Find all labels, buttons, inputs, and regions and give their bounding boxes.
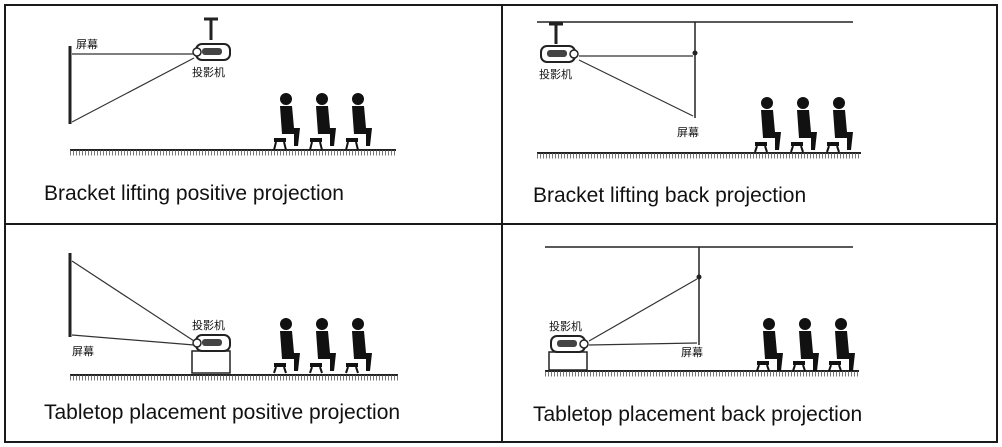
caption-tabletop-positive: Tabletop placement positive projection — [44, 401, 401, 424]
panel-tabletop-back: 屏幕 投影机 — [501, 223, 998, 443]
audience-icon — [273, 93, 372, 151]
caption-bracket-lifting-back: Bracket lifting back projection — [533, 184, 807, 207]
caption-bracket-lifting-positive: Bracket lifting positive projection — [44, 182, 344, 205]
projector-icon — [192, 334, 231, 352]
projector-label: 投影机 — [539, 67, 572, 81]
projector-icon — [540, 45, 579, 63]
audience-icon — [756, 318, 855, 372]
screen-label: 屏幕 — [72, 344, 94, 358]
projection-beam-bottom — [71, 334, 195, 346]
audience-icon — [273, 318, 372, 374]
projector-icon — [550, 335, 589, 353]
caption-tabletop-back: Tabletop placement back projection — [533, 403, 863, 426]
projector-label: 投影机 — [192, 318, 225, 332]
projection-beam-top — [588, 278, 698, 342]
diagram-tabletop-back: 屏幕 投影机 — [545, 246, 859, 377]
audience-icon — [754, 97, 853, 153]
diagram-bracket-lifting-positive: 屏幕 投影机 — [68, 17, 396, 156]
diagram-tabletop-positive: 屏幕 投影机 — [68, 253, 398, 381]
projector-icon — [192, 43, 231, 61]
projection-beam-bottom — [578, 59, 694, 117]
screen-label: 屏幕 — [76, 37, 98, 51]
screen-label: 屏幕 — [681, 345, 703, 359]
projection-beam-bottom — [588, 342, 698, 346]
diagram-bracket-lifting-back: 屏幕 投影机 — [537, 21, 861, 159]
projector-label: 投影机 — [549, 319, 582, 333]
projection-beam-top — [71, 260, 195, 342]
projector-label: 投影机 — [192, 65, 225, 79]
panel-bracket-lifting-back: 屏幕 投影机 — [501, 4, 998, 225]
table-stand — [548, 351, 588, 371]
projection-beam-bottom — [71, 57, 195, 123]
screen-hanger-point — [692, 50, 698, 56]
screen-label: 屏幕 — [677, 125, 699, 139]
screen-hanger-point — [696, 274, 702, 280]
panel-bracket-lifting-positive: 屏幕 投影机 — [4, 4, 503, 225]
panel-tabletop-positive: 屏幕 投影机 — [4, 223, 503, 443]
table-stand — [191, 350, 231, 374]
